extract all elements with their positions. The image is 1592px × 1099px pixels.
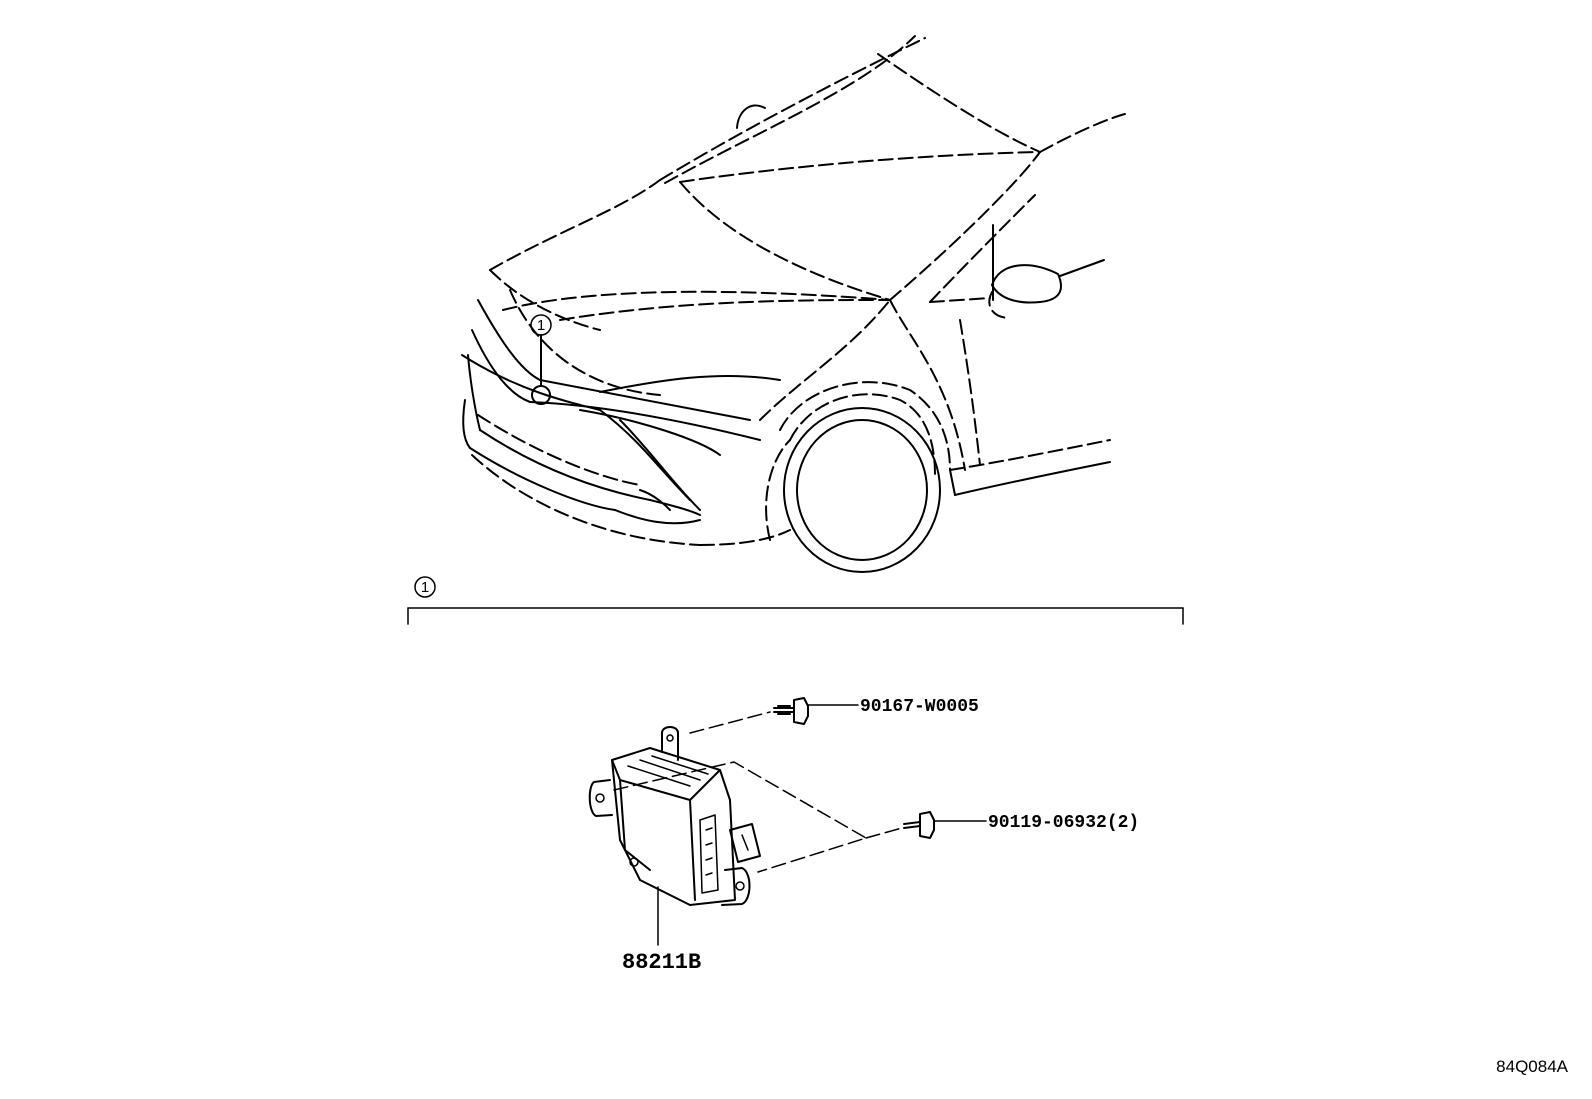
upper-bolt: 90167-W0005 [689, 697, 979, 734]
lower-bolt: 90119-06932(2) [613, 761, 1139, 873]
upper-bolt-part-number: 90167-W0005 [860, 697, 979, 717]
vehicle-illustration: 1 [461, 35, 1126, 573]
group-bracket: 1 [407, 576, 1184, 625]
lower-bolt-part-number: 90119-06932(2) [988, 813, 1139, 833]
group-callout-number: 1 [421, 579, 429, 596]
sensor-part-number: 88211B [622, 950, 701, 975]
illustration-code: 84Q084A [1496, 1057, 1568, 1076]
vehicle-callout-number: 1 [537, 317, 545, 334]
radar-sensor-module: 88211B [588, 726, 761, 975]
